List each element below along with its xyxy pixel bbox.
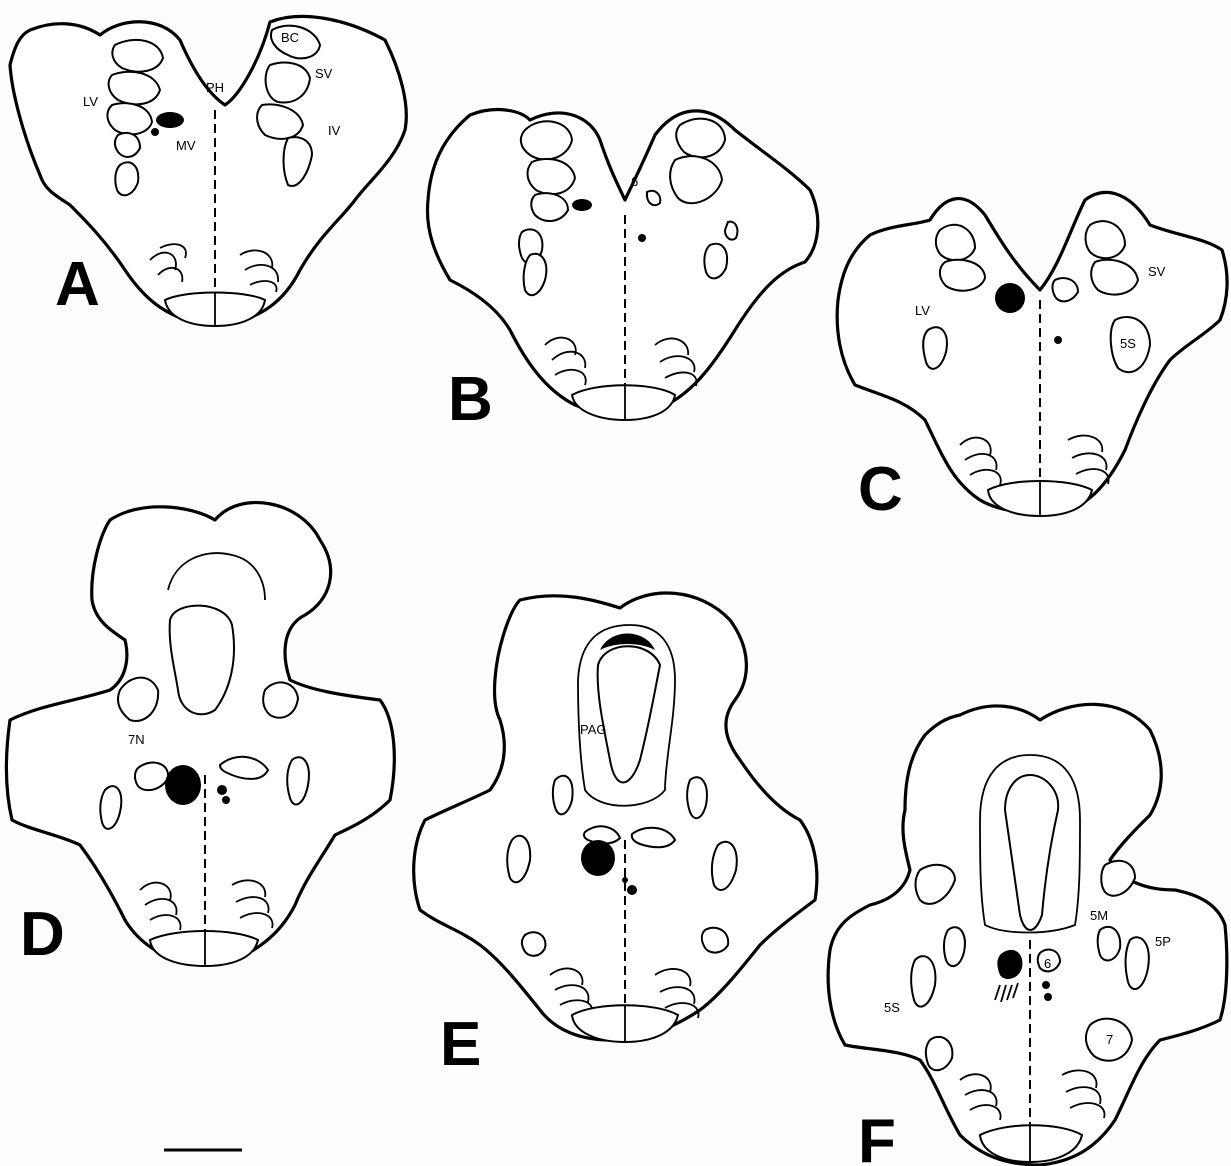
nucleus-f-left-4: [926, 1037, 952, 1070]
nucleus-e-black: [581, 840, 615, 876]
label-5p: 5P: [1155, 934, 1171, 949]
label-pag: PAG: [580, 722, 607, 737]
nucleus-lv-left-1: [112, 40, 163, 72]
section-d: 7N D: [6, 503, 394, 969]
label-7n: 7N: [128, 732, 145, 747]
panel-label-d: D: [20, 900, 65, 969]
dot: [217, 785, 227, 795]
nucleus-b-2: [527, 159, 575, 194]
dot: [222, 796, 230, 804]
nucleus-e-5: [522, 932, 546, 956]
dot: [151, 128, 159, 136]
label-ph: PH: [206, 80, 224, 95]
panel-label-b: B: [448, 365, 493, 434]
nucleus-f-5m: [1098, 927, 1120, 961]
label-mv: MV: [176, 138, 196, 153]
dot: [1042, 981, 1050, 989]
label-sv: SV: [1148, 264, 1166, 279]
label-5m: 5M: [1090, 908, 1108, 923]
section-e: PAG E: [414, 593, 817, 1079]
section-a: BC SV LV PH IV MV A: [10, 16, 406, 326]
dot: [1044, 993, 1052, 1001]
nucleus-d-2: [263, 682, 298, 717]
section-d-outline: [6, 503, 394, 965]
nucleus-left-4: [115, 133, 140, 157]
label-bc: BC: [281, 30, 299, 45]
section-b: 6 B: [427, 110, 817, 434]
nucleus-c-r2: [1052, 278, 1078, 301]
panel-label-c: C: [858, 455, 903, 524]
nucleus-b-r1: [676, 119, 725, 158]
dot: [1054, 336, 1062, 344]
nucleus-b-r4: [725, 222, 737, 240]
nucleus-b-1: [521, 121, 572, 159]
nucleus-left-5: [115, 162, 138, 195]
nucleus-b-dots: [572, 199, 592, 211]
dot: [638, 234, 646, 242]
panel-label-a: A: [55, 250, 100, 319]
label-5s: 5S: [1120, 336, 1136, 351]
nucleus-d-black: [165, 765, 201, 805]
label-iv: IV: [328, 123, 341, 138]
nucleus-b-3: [531, 193, 568, 221]
section-c: SV LV 5S C: [837, 192, 1227, 524]
nucleus-mv-dots: [156, 112, 184, 128]
nucleus-e-1: [553, 776, 573, 815]
label-6: 6: [1044, 956, 1051, 971]
nucleus-e-6: [702, 928, 728, 953]
nucleus-f-left-3: [944, 927, 965, 966]
dot: [627, 885, 637, 895]
nucleus-c-lv: [940, 260, 985, 291]
label-lv: LV: [83, 94, 98, 109]
section-f: 5M 5P 5S 6 7 F: [828, 704, 1227, 1166]
label-six: 6: [631, 174, 638, 189]
panel-label-f: F: [858, 1107, 896, 1166]
pyramid-b: [572, 385, 675, 420]
nucleus-e-2: [687, 777, 707, 818]
panel-label-e: E: [440, 1010, 481, 1079]
label-7: 7: [1106, 1032, 1113, 1047]
label-sv: SV: [315, 66, 333, 81]
label-5s: 5S: [884, 1000, 900, 1015]
nucleus-six-b: [647, 191, 660, 205]
nucleus-c-black: [995, 283, 1025, 313]
label-lv: LV: [915, 303, 930, 318]
nucleus-b-r3: [704, 244, 727, 279]
pyramid-d: [150, 931, 258, 966]
